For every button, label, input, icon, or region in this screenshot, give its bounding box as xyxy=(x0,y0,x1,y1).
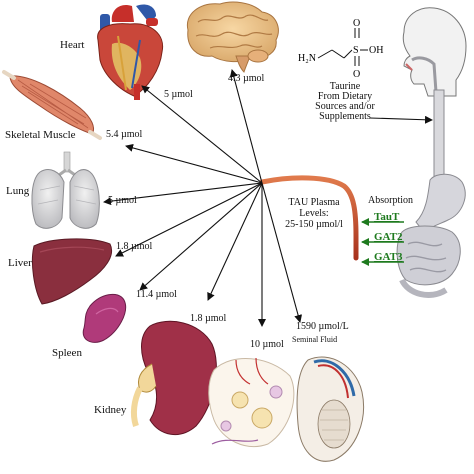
spleen-illustration xyxy=(82,293,126,343)
arrow-to-heart xyxy=(141,85,263,184)
label-spleen: Spleen xyxy=(52,347,82,359)
value-spleen: 11.4 µmol xyxy=(136,289,177,300)
liver-illustration xyxy=(31,238,112,305)
brain-illustration xyxy=(186,1,279,73)
plasma-label-2: Levels: xyxy=(299,208,329,219)
lung-illustration xyxy=(31,151,100,229)
taurine-s: S xyxy=(353,45,359,56)
arrow-to-muscle xyxy=(125,143,263,184)
taurine-caption-3: Sources and/or xyxy=(315,101,375,112)
arrow-to-lung xyxy=(103,182,263,206)
ovary-illustration xyxy=(208,357,295,448)
arrow-taurine-to-gut xyxy=(369,115,433,124)
plasma-label-3: 25-150 µmol/l xyxy=(285,219,343,230)
arrow-to-brain xyxy=(229,69,263,184)
label-seminal-fluid: Seminal Fluid xyxy=(292,335,338,344)
value-ovary: 10 µmol xyxy=(250,339,284,350)
absorption-label: Absorption xyxy=(368,195,413,206)
taurine-caption-1: Taurine xyxy=(329,81,361,92)
value-heart: 5 µmol xyxy=(164,89,193,100)
testis-illustration xyxy=(296,356,365,462)
arrow-to-spleen xyxy=(139,182,263,291)
label-lung: Lung xyxy=(6,185,30,197)
value-kidney: 1.8 µmol xyxy=(190,313,227,324)
label-kidney: Kidney xyxy=(94,404,127,416)
digestive-system-illustration xyxy=(396,7,467,298)
value-brain: 4.3 µmol xyxy=(228,73,265,84)
distribution-arrows xyxy=(103,69,433,327)
absorption-arrows xyxy=(361,218,404,266)
transporter-gat2: GAT2 xyxy=(374,231,403,243)
blood-vessel xyxy=(259,175,359,261)
value-liver: 1.8 µmol xyxy=(116,241,153,252)
taurine-h2n: H₂N xyxy=(298,53,316,64)
arrow-to-testis xyxy=(261,182,303,323)
label-liver: Liver xyxy=(8,257,32,269)
transporter-gat3: GAT3 xyxy=(374,251,403,263)
label-skeletal-muscle: Skeletal Muscle xyxy=(5,129,76,141)
taurine-o-top: O xyxy=(353,18,360,29)
kidney-illustration xyxy=(130,320,217,435)
value-skeletal-muscle: 5.4 µmol xyxy=(106,129,143,140)
arrow-to-kidney xyxy=(207,182,263,301)
value-lung: 5 µmol xyxy=(108,195,137,206)
value-testis: 1590 µmol/L xyxy=(296,321,349,332)
label-heart: Heart xyxy=(60,39,85,51)
taurine-caption-4: Supplements xyxy=(319,111,371,122)
taurine-oh: OH xyxy=(369,45,383,56)
taurine-o-bottom: O xyxy=(353,69,360,80)
arrow-to-liver xyxy=(115,182,263,257)
heart-illustration xyxy=(97,4,164,100)
taurine-caption-2: From Dietary xyxy=(317,91,373,102)
transporter-taut: TauT xyxy=(374,211,400,223)
muscle-illustration xyxy=(2,70,102,140)
plasma-label-1: TAU Plasma xyxy=(288,197,340,208)
taurine-structure xyxy=(317,28,368,66)
